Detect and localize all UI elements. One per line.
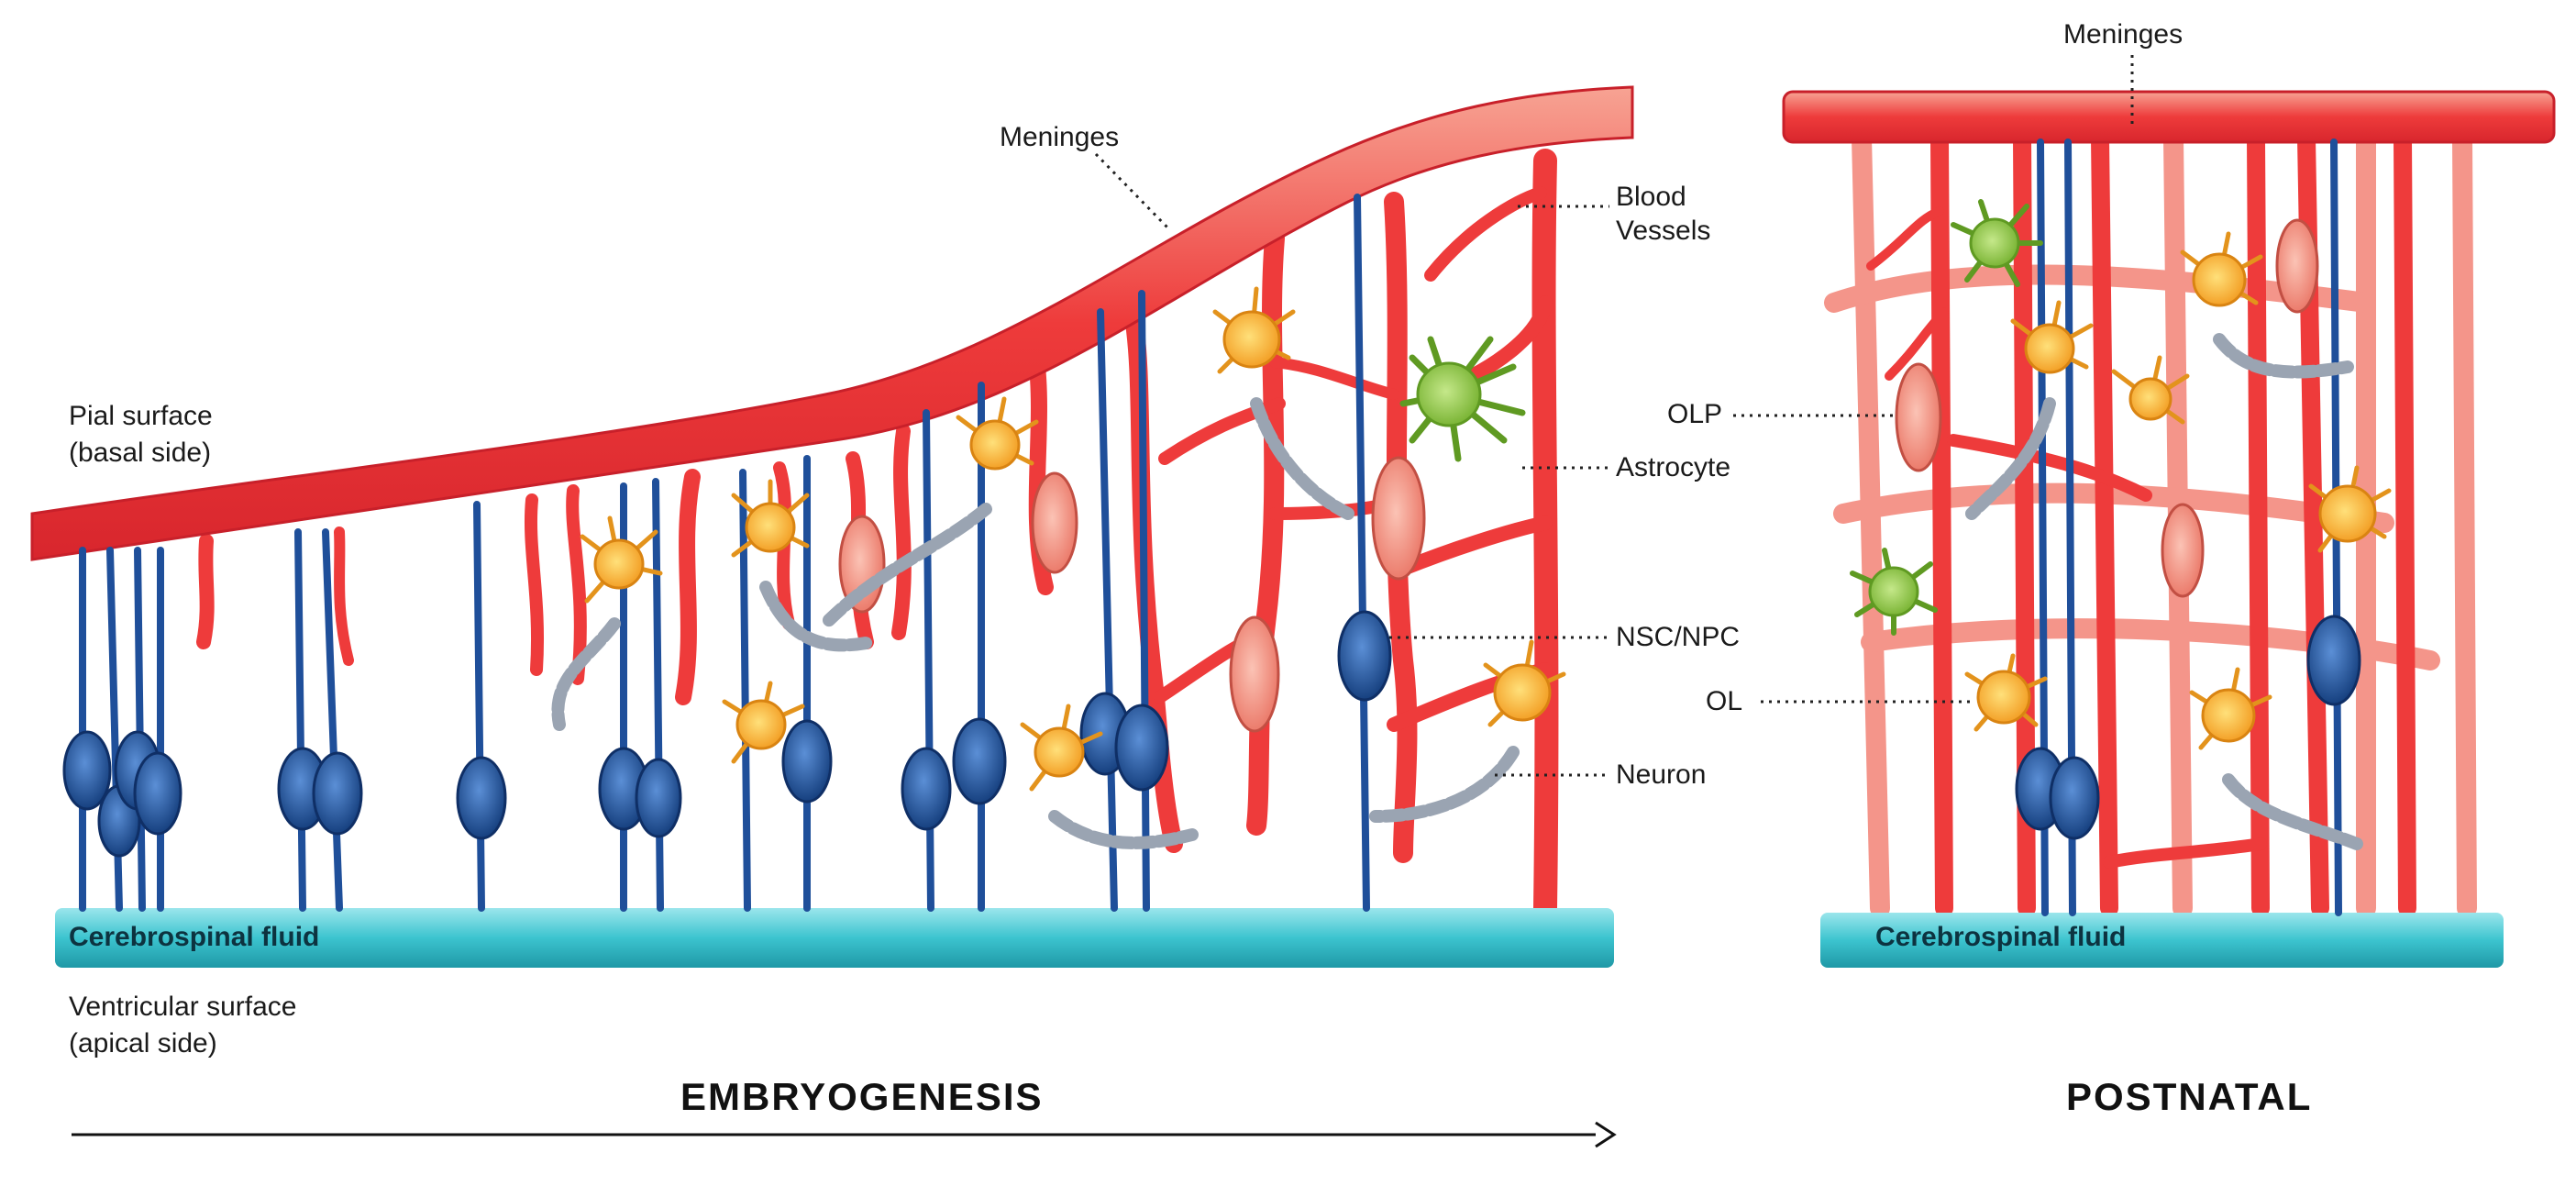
label-ol: OL (1706, 686, 1743, 716)
left-myelin-axons (551, 397, 1520, 849)
right-ol-somata (1976, 252, 2377, 743)
postnatal-panel (1733, 55, 2556, 968)
left-ol-somata (593, 310, 1552, 778)
label-basal-side: (basal side) (69, 438, 212, 468)
label-csf-right: Cerebrospinal fluid (1875, 922, 2127, 952)
label-blood-vessels-line2: Vessels (1616, 216, 1711, 246)
label-meninges-right: Meninges (2063, 19, 2184, 50)
right-olp-cells (1895, 218, 2319, 598)
label-ventricular-surface: Ventricular surface (69, 992, 297, 1022)
title-postnatal: POSTNATAL (2066, 1075, 2313, 1118)
embryogenesis-panel (30, 85, 1634, 1148)
right-myelin-axons (1965, 333, 2363, 850)
left-meninges (30, 85, 1634, 561)
left-leader-lines (1094, 152, 1609, 777)
label-csf-left: Cerebrospinal fluid (69, 922, 320, 952)
right-leader-lines (1733, 55, 2134, 704)
left-nsc-npc-cells (79, 194, 1370, 912)
right-faded-vessels (1824, 127, 2477, 918)
right-meninges (1782, 90, 2556, 144)
label-apical-side: (apical side) (69, 1028, 217, 1059)
right-nsc-somata (2015, 615, 2361, 840)
label-meninges-left: Meninges (1000, 122, 1120, 152)
embryogenesis-arrow (72, 1121, 1617, 1148)
label-pial-surface: Pial surface (69, 401, 213, 431)
label-olp: OLP (1667, 399, 1723, 429)
title-embryogenesis: EMBRYOGENESIS (680, 1075, 1044, 1118)
left-nsc-somata (62, 610, 1392, 858)
left-astrocyte-soma (1416, 361, 1482, 427)
label-astrocyte: Astrocyte (1616, 452, 1731, 482)
right-csf-band (1820, 913, 2504, 968)
left-csf-band (55, 908, 1614, 968)
label-nsc-npc: NSC/NPC (1616, 622, 1741, 652)
right-blood-vessels (1866, 128, 2416, 917)
label-neuron: Neuron (1616, 759, 1707, 790)
label-blood-vessels-line1: Blood (1616, 182, 1686, 212)
